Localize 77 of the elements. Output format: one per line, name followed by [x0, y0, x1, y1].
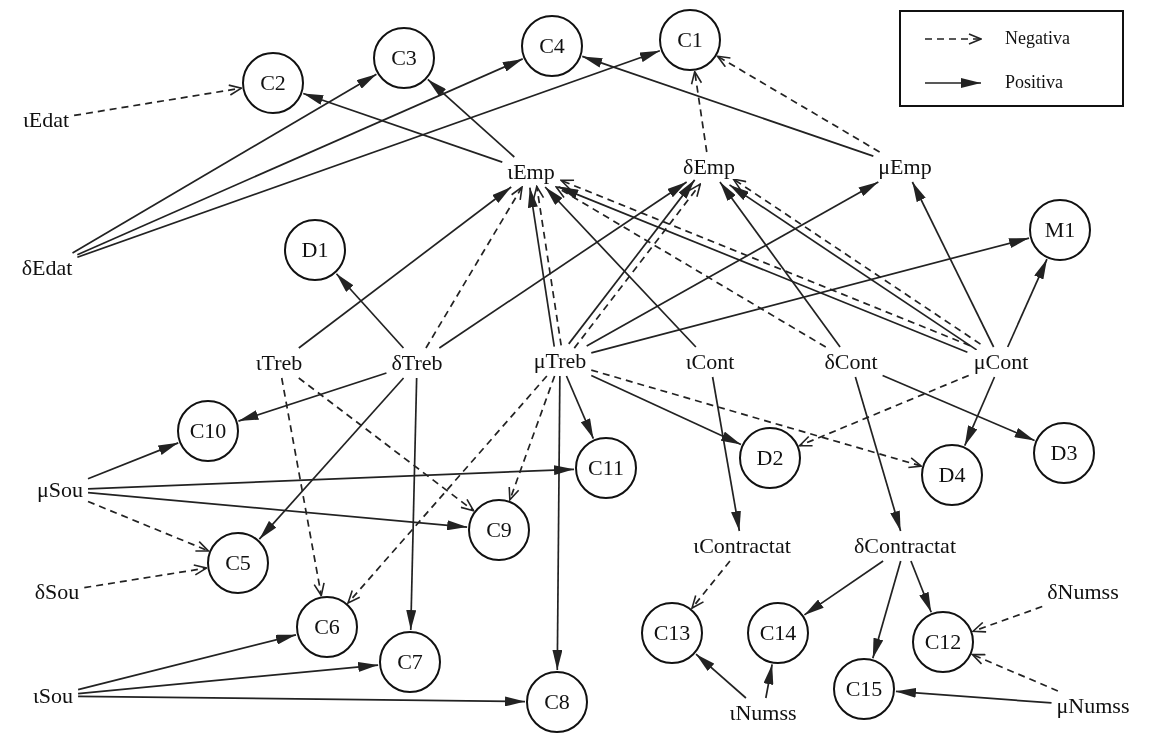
arrow — [854, 376, 902, 532]
arrow — [73, 84, 243, 117]
circle-node: D2 — [739, 427, 801, 489]
legend-label: Positiva — [1005, 72, 1063, 93]
arrow — [508, 375, 556, 501]
circle-node: C2 — [242, 52, 304, 114]
arrow — [911, 181, 995, 348]
circle-node: D1 — [284, 219, 346, 281]
circle-node: C14 — [747, 602, 809, 664]
arrow — [532, 185, 562, 347]
arrow — [803, 560, 884, 616]
arrow — [695, 653, 747, 699]
arrow — [87, 500, 210, 552]
legend-label: Negativa — [1005, 28, 1070, 49]
arrow — [581, 55, 875, 157]
circle-node: C5 — [207, 532, 269, 594]
arrow — [71, 73, 378, 254]
arrow — [406, 377, 418, 631]
arrow — [690, 70, 708, 153]
arrow — [590, 237, 1030, 354]
arrow — [719, 181, 841, 348]
arrow — [83, 564, 208, 589]
arrow — [711, 376, 741, 532]
arrow — [552, 375, 563, 671]
circle-node: C13 — [641, 602, 703, 664]
arrow — [895, 687, 1053, 704]
arrow — [335, 272, 405, 349]
circle-node: C9 — [468, 499, 530, 561]
circle-node: M1 — [1029, 199, 1091, 261]
circle-node: C3 — [373, 27, 435, 89]
circle-node: C11 — [575, 437, 637, 499]
arrow — [1006, 258, 1048, 348]
arrow — [763, 663, 774, 699]
arrow — [910, 560, 933, 614]
arrow — [590, 374, 742, 446]
arrow — [881, 374, 1036, 442]
circle-node: C12 — [912, 611, 974, 673]
arrow — [77, 695, 526, 707]
arrow — [527, 186, 556, 348]
circle-node: D4 — [921, 444, 983, 506]
arrow — [347, 375, 548, 604]
arrow — [302, 92, 504, 163]
arrow — [77, 661, 379, 695]
circle-node: C7 — [379, 631, 441, 693]
arrow — [258, 377, 405, 540]
arrow — [76, 49, 661, 259]
arrow — [425, 186, 523, 349]
arrow — [297, 377, 475, 512]
arrow — [585, 181, 880, 347]
arrow — [963, 376, 996, 447]
arrow — [972, 605, 1044, 633]
arrow — [297, 186, 513, 349]
circle-node: C8 — [526, 671, 588, 733]
arrow — [555, 186, 827, 348]
arrow — [438, 181, 688, 349]
arrow — [544, 186, 697, 348]
arrow — [87, 442, 180, 480]
arrow — [590, 369, 923, 469]
arrow — [237, 372, 388, 422]
arrow — [691, 560, 731, 609]
circle-node: C4 — [521, 15, 583, 77]
arrow — [565, 375, 595, 440]
circle-node: C10 — [177, 400, 239, 462]
arrow — [971, 653, 1059, 692]
arrow — [77, 633, 297, 691]
arrow — [87, 491, 468, 531]
arrow — [716, 55, 881, 153]
arrow — [280, 377, 325, 597]
arrow — [426, 78, 516, 158]
arrow — [871, 560, 902, 660]
circle-node: C15 — [833, 658, 895, 720]
arrow — [798, 374, 970, 447]
arrow — [87, 465, 575, 490]
circle-node: C1 — [659, 9, 721, 71]
circle-node: D3 — [1033, 422, 1095, 484]
circle-node: C6 — [296, 596, 358, 658]
arrow — [76, 58, 524, 256]
